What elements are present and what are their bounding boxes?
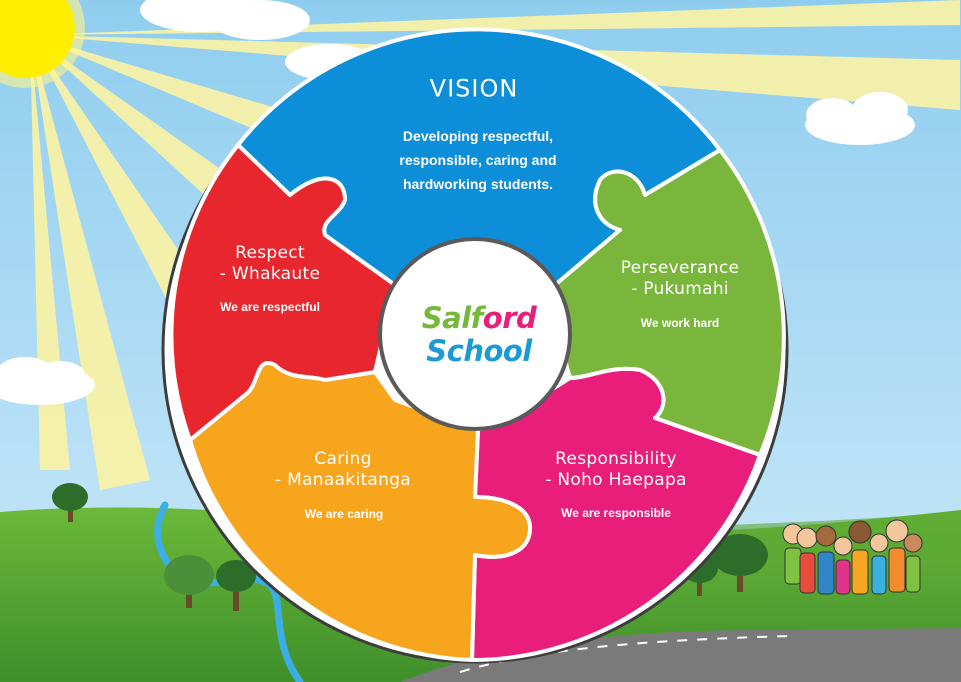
responsibility-title: Responsibility - Noho Haepapa: [545, 449, 687, 491]
caring-title-line: Caring: [314, 449, 372, 469]
respect-statement: We are respectful: [220, 300, 320, 314]
caring-maori-line: - Manaakitanga: [274, 470, 412, 490]
tree-icon-right-2: [712, 534, 768, 592]
cloud-top-center: [140, 0, 375, 80]
center-hub: [378, 237, 572, 431]
vision-statement: Developing respectful, responsible, cari…: [368, 124, 588, 196]
responsibility-statement: We are responsible: [561, 506, 671, 520]
perseverance-title: Perseverance - Pukumahi: [621, 258, 740, 300]
respect-maori-line: - Whakaute: [219, 264, 321, 284]
tree-icons: [52, 483, 768, 611]
respect-piece: [169, 143, 397, 442]
respect-title: Respect - Whakaute: [220, 243, 320, 285]
sun-icon: [0, 0, 85, 88]
vision-line: Developing respectful,: [402, 128, 554, 144]
vision-line: responsible, caring and: [399, 152, 557, 168]
cloud-right: [805, 92, 915, 145]
logo-text-pink: ord: [482, 301, 537, 335]
puzzle-wheel: [169, 27, 786, 662]
cloud-left: [0, 357, 95, 405]
tree-icon-left: [52, 483, 88, 522]
children-illustration: [782, 519, 923, 595]
school-logo-line-2: School: [426, 334, 532, 368]
clouds: [0, 0, 915, 405]
vision-title: VISION: [429, 74, 519, 103]
perseverance-title-line: Perseverance: [620, 258, 740, 278]
vision-line: hardworking students.: [402, 176, 554, 192]
responsibility-maori-line: - Noho Haepapa: [545, 470, 687, 490]
caring-title: Caring - Manaakitanga: [275, 449, 411, 491]
tree-icon-center-1: [164, 555, 214, 608]
road: [400, 628, 961, 682]
tree-icon-center-2: [216, 560, 256, 611]
logo-text-green: Salf: [421, 301, 484, 335]
caring-statement: We are caring: [304, 507, 384, 521]
perseverance-statement: We work hard: [640, 316, 720, 330]
perseverance-maori-line: - Pukumahi: [631, 279, 729, 299]
respect-title-line: Respect: [235, 243, 305, 263]
responsibility-title-line: Responsibility: [555, 449, 677, 469]
school-logo-line-1: Salford: [422, 301, 537, 335]
